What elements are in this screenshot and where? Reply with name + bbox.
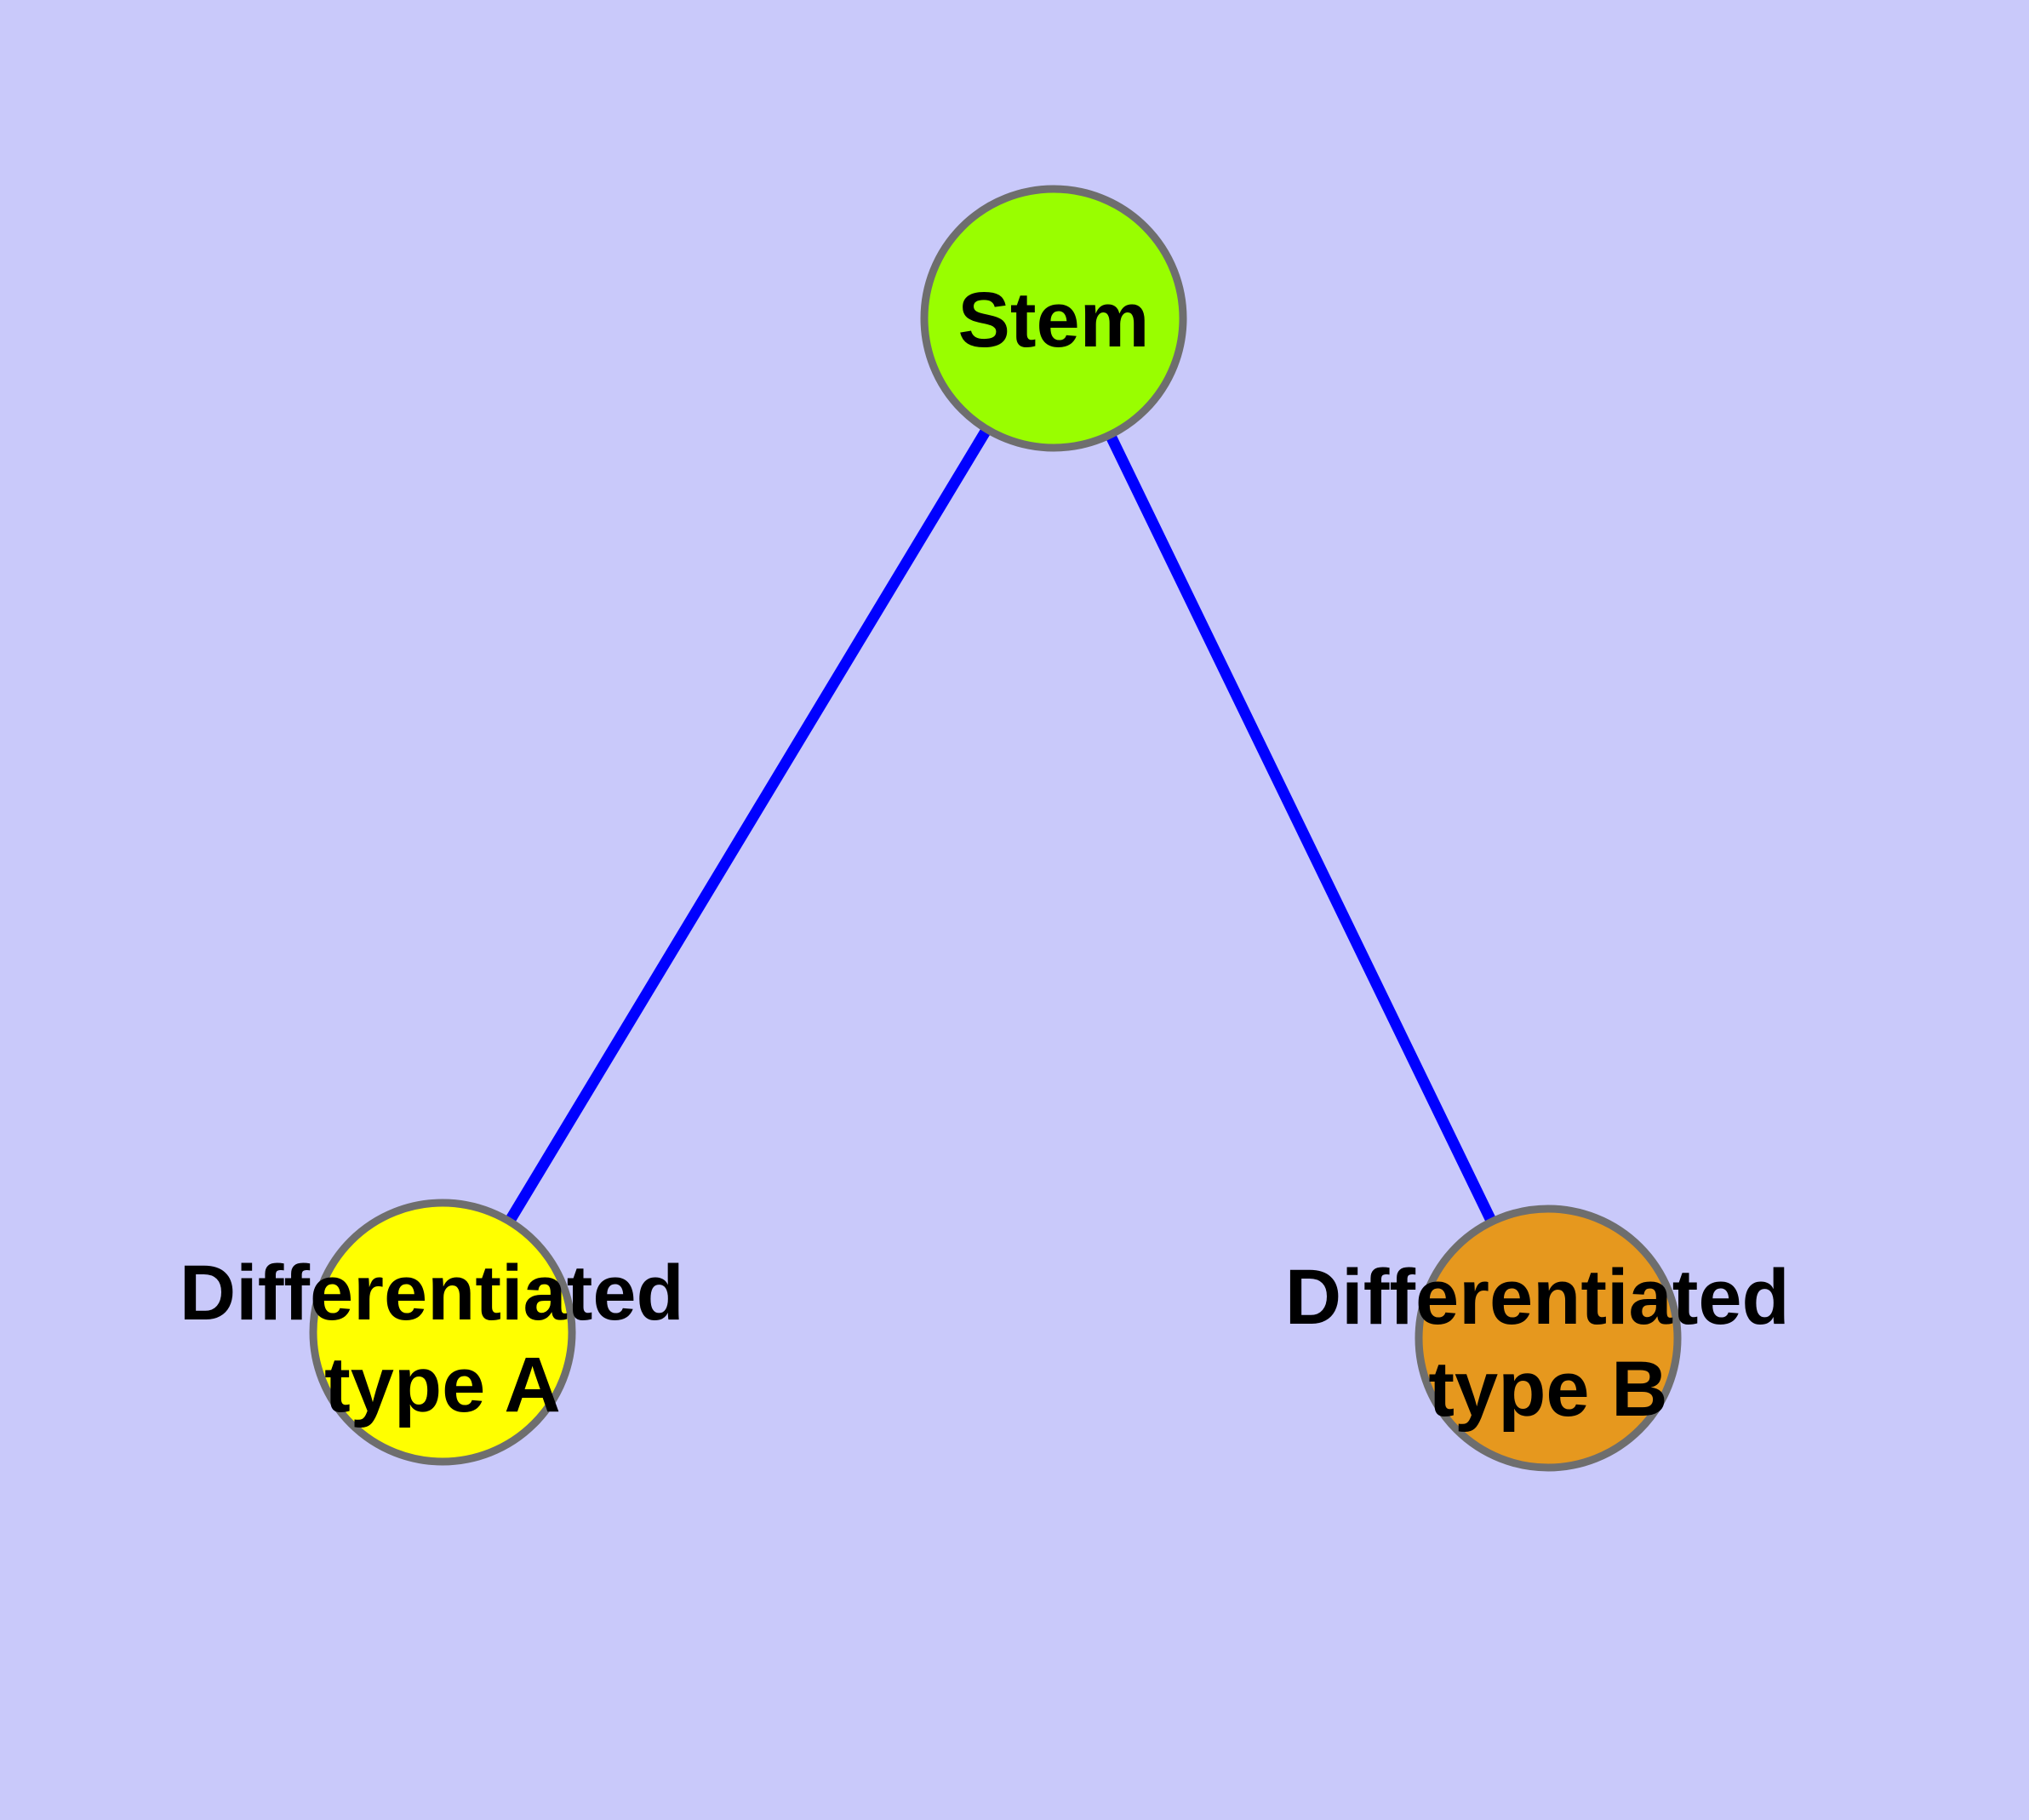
node-differentiated-type-a [309, 1199, 576, 1466]
node-type-a-label: Differentiated type A [180, 1250, 706, 1428]
node-type-a-label-line2: type A [324, 1342, 561, 1428]
node-stem [920, 185, 1187, 452]
node-type-b-label-line1: Differentiated [1285, 1254, 1790, 1341]
node-stem-label: Stem [958, 277, 1150, 363]
edge-stem-to-type-b [1049, 316, 1553, 1341]
node-differentiated-type-b [1415, 1205, 1682, 1472]
edge-stem-to-type-a [437, 315, 1059, 1336]
node-type-b-label-line2: type B [1428, 1346, 1667, 1433]
node-type-b-label: Differentiated type B [1285, 1254, 1812, 1433]
node-type-a-label-line1: Differentiated [180, 1250, 684, 1336]
